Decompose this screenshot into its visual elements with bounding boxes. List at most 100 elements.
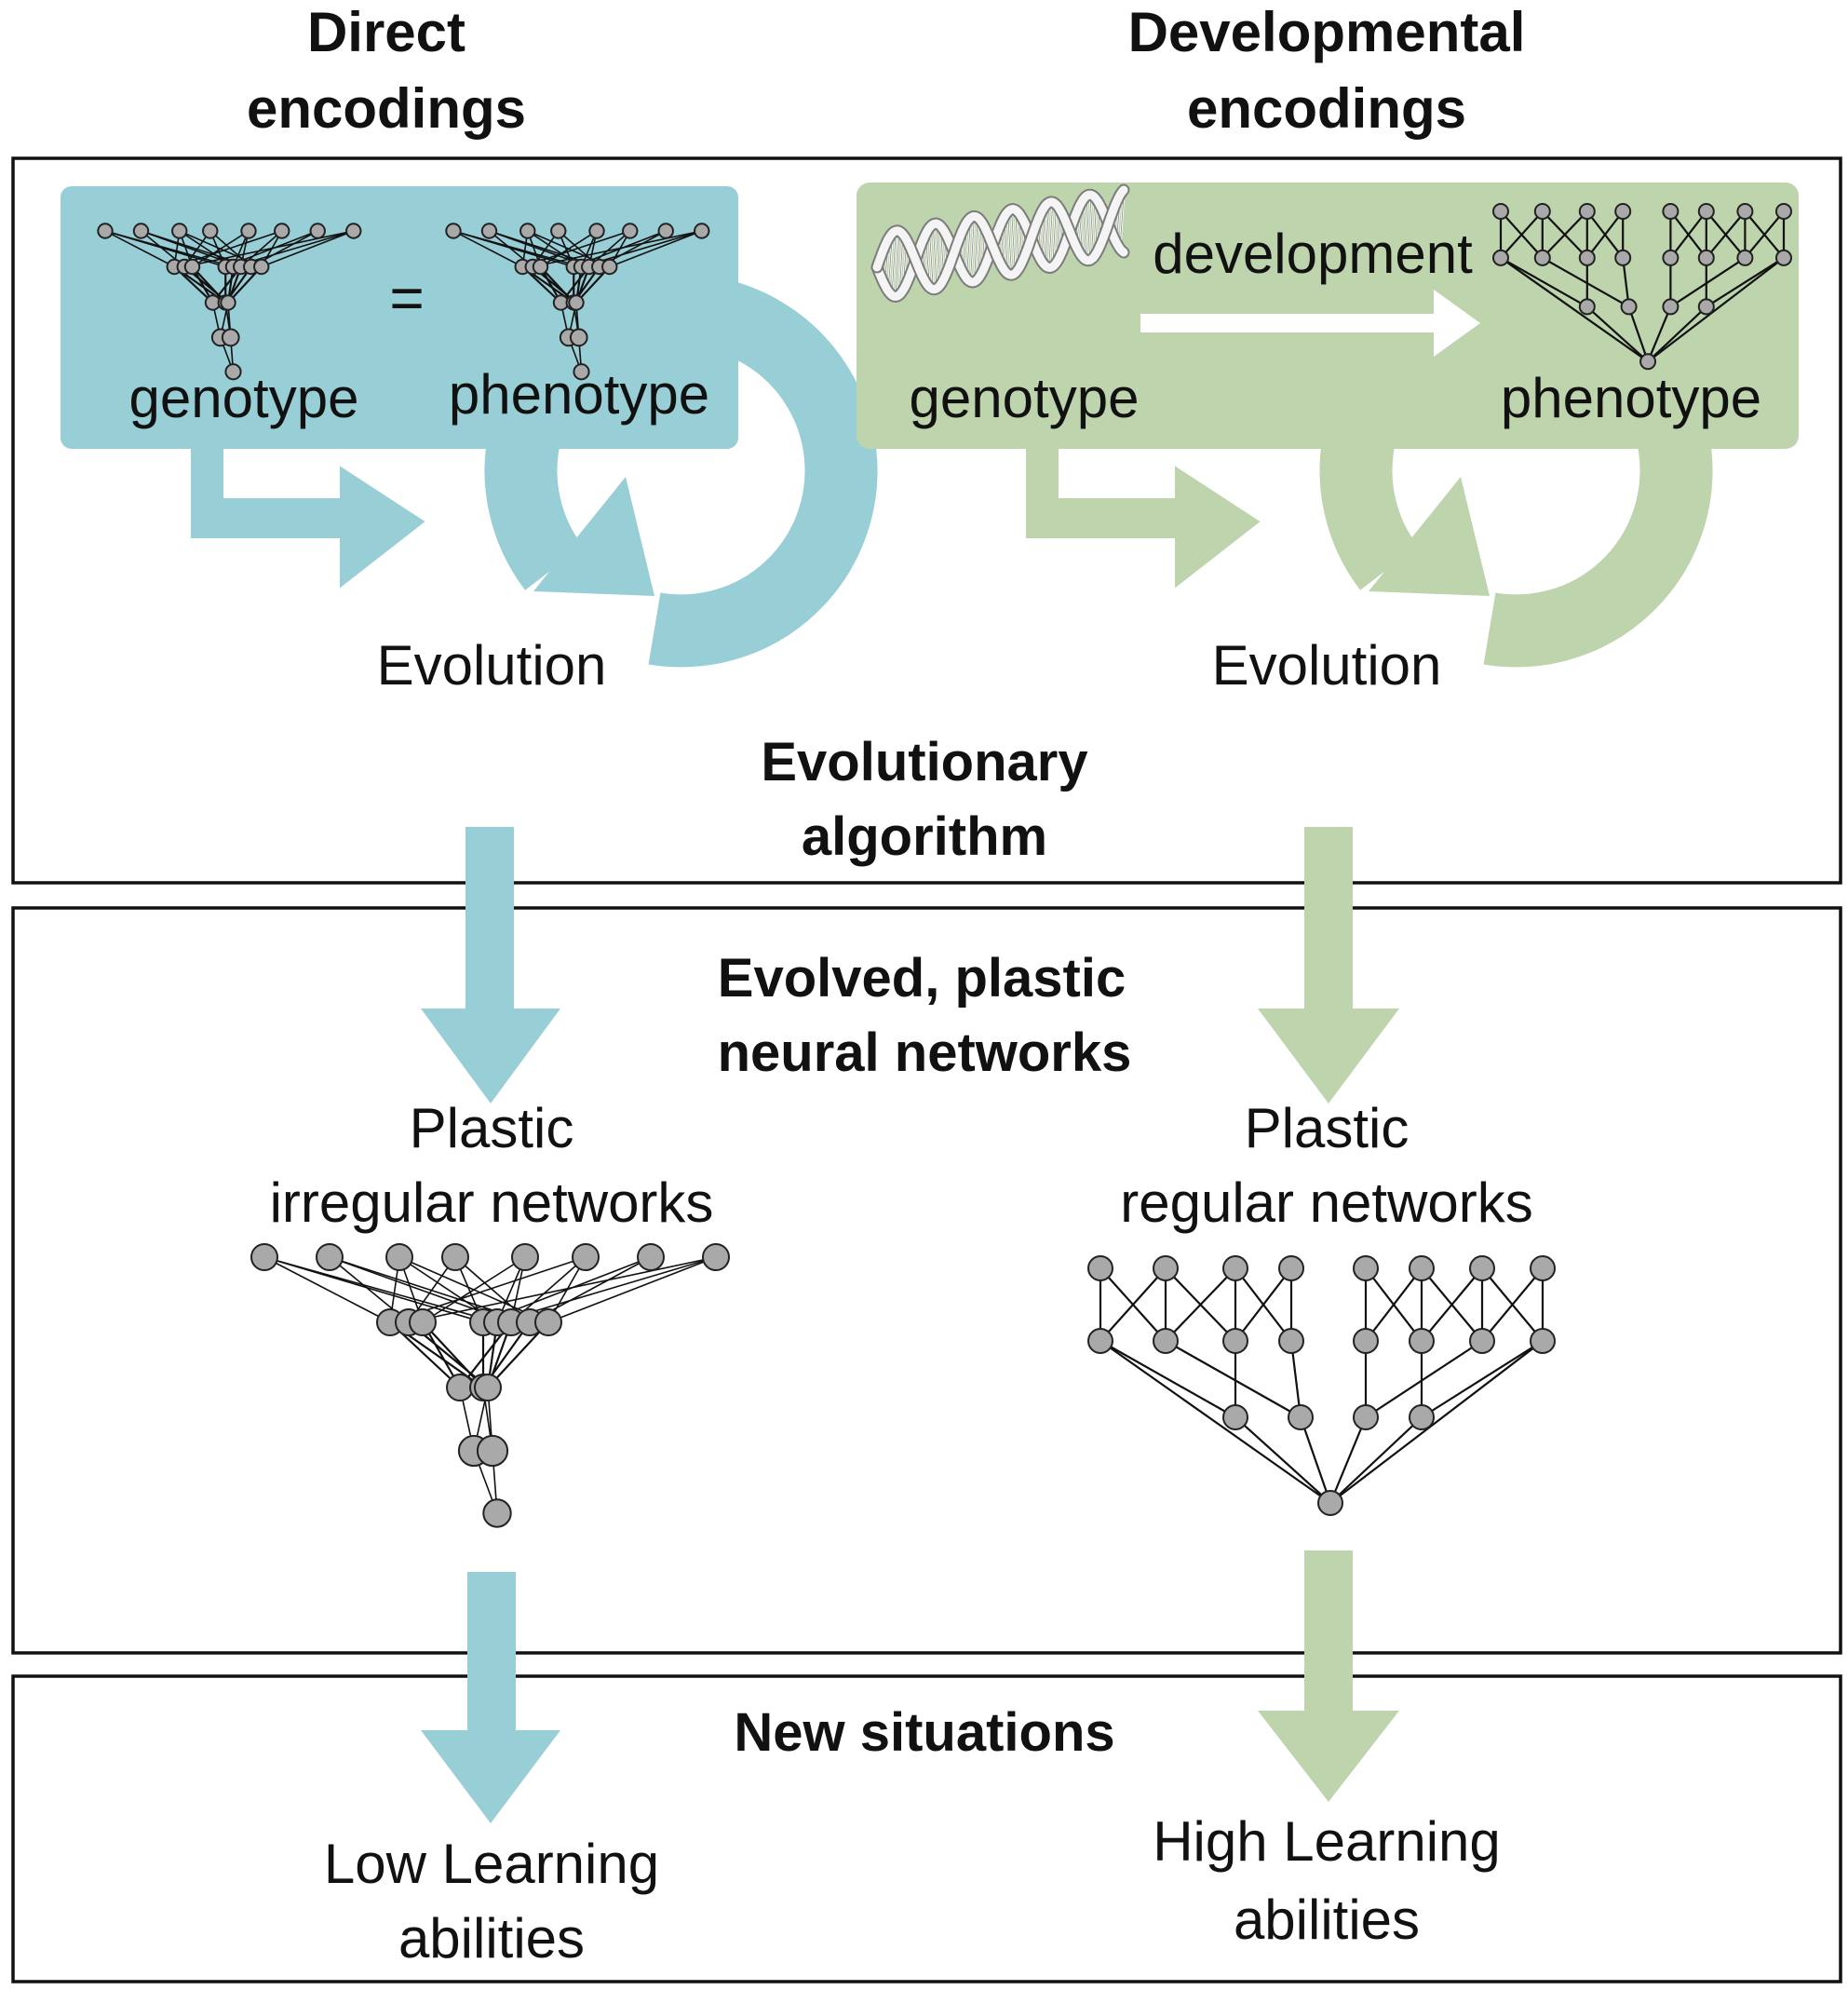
direct-feed-arrow	[191, 449, 428, 590]
network-edge	[1234, 1416, 1331, 1504]
developmental-cycle-arrowhead	[1369, 477, 1490, 596]
network-node	[1578, 203, 1596, 220]
direct-down-head-1	[421, 1009, 560, 1103]
dna-double-helix-icon	[870, 183, 1130, 303]
network-node	[534, 1308, 562, 1336]
network-edge	[1500, 256, 1588, 308]
network-edge	[540, 230, 598, 268]
direct-heading-line2: encodings	[247, 77, 526, 140]
developmental-outcome-line1: High Learning	[1153, 1810, 1501, 1873]
new-situations-title: New situations	[734, 1702, 1114, 1763]
network-node	[1153, 1255, 1179, 1281]
network-edge	[263, 1256, 391, 1323]
dna-base-pair-outline	[1007, 211, 1012, 275]
phenotype-network-icon	[445, 223, 710, 381]
network-edge	[1481, 1267, 1544, 1342]
network-node	[441, 1243, 469, 1271]
network-node	[1222, 1255, 1248, 1281]
network-node	[482, 1498, 512, 1528]
network-edge	[1542, 210, 1588, 259]
developmental-network-label-line1: Plastic	[1245, 1097, 1410, 1159]
network-node	[253, 258, 270, 276]
developmental-down-shaft-2	[1304, 1550, 1353, 1711]
network-node	[202, 223, 219, 239]
developmental-network-label-line2: regular networks	[1120, 1171, 1533, 1234]
network-node	[1288, 1404, 1314, 1430]
dna-base-pair-outline	[1045, 206, 1050, 266]
developmental-down-head-1	[1258, 1009, 1399, 1103]
network-node	[1530, 1328, 1556, 1354]
development-arrow-shaft	[1140, 314, 1438, 332]
network-edge	[533, 230, 702, 268]
direct-cycle-arrowhead	[533, 477, 654, 596]
network-node	[345, 223, 362, 239]
dna-base-pair-outline	[973, 216, 978, 282]
network-edge	[1669, 257, 1747, 308]
network-node	[1469, 1328, 1495, 1354]
network-node	[572, 1243, 600, 1271]
network-node	[1620, 298, 1638, 316]
developmental-genotype-label: genotype	[910, 367, 1140, 429]
direct-outcome-line2: abilities	[398, 1907, 585, 1970]
network-node	[1409, 1328, 1435, 1354]
network-node	[1614, 249, 1632, 266]
evolutionary-algorithm-frame	[11, 156, 1842, 885]
direct-feed-arrow-outline	[338, 462, 432, 592]
network-node	[183, 258, 201, 276]
direct-network-label-line2: irregular networks	[270, 1171, 714, 1234]
network-edge	[1234, 1267, 1292, 1342]
network-node	[588, 223, 605, 239]
network-node	[1222, 1328, 1248, 1354]
dna-base-pair-outline	[1086, 196, 1091, 261]
network-edge	[1647, 305, 1707, 363]
network-edge	[1165, 1267, 1236, 1342]
network-node	[274, 223, 290, 239]
network-node	[1087, 1328, 1113, 1354]
network-node	[316, 1243, 344, 1271]
network-node	[1662, 298, 1679, 316]
network-edge	[1299, 1416, 1332, 1504]
direct-genotype-label: genotype	[129, 367, 359, 429]
direct-cycle-arrow-icon	[484, 274, 878, 668]
developmental-feed-arrow-outline	[1173, 462, 1267, 592]
network-node	[1222, 1404, 1248, 1430]
network-node	[221, 328, 240, 347]
network-node	[1492, 203, 1509, 220]
direct-outcome-line1: Low Learning	[324, 1833, 659, 1895]
network-node	[622, 223, 639, 239]
network-node	[97, 223, 114, 239]
network-node	[694, 223, 710, 239]
network-edge	[422, 1256, 526, 1323]
evolved-networks-frame	[11, 906, 1842, 1655]
direct-heading-line1: Direct	[307, 1, 465, 63]
network-edge	[1706, 256, 1785, 308]
network-node	[240, 223, 257, 239]
developmental-phenotype-label: phenotype	[1501, 367, 1761, 429]
equals-sign: =	[389, 264, 424, 332]
network-node	[532, 258, 549, 276]
network-node	[511, 1243, 539, 1271]
network-node	[657, 223, 674, 239]
network-edge	[192, 230, 250, 268]
developmental-evolution-label: Evolution	[1212, 634, 1442, 697]
developmental-cycle-arrow-icon	[1319, 274, 1713, 668]
developmental-column: development genotype phenotype Evolution…	[857, 183, 1799, 1951]
network-node	[573, 363, 590, 381]
network-node	[550, 223, 567, 239]
network-node	[220, 294, 236, 311]
direct-down-head-2	[421, 1730, 560, 1823]
network-node	[702, 1243, 730, 1271]
network-node	[474, 1374, 502, 1401]
development-label: development	[1153, 223, 1473, 285]
network-node	[1697, 249, 1715, 266]
network-node	[385, 1243, 413, 1271]
network-edge	[1329, 1340, 1544, 1504]
network-edge	[408, 1256, 717, 1323]
network-node	[1409, 1255, 1435, 1281]
network-edge	[1421, 1267, 1483, 1342]
network-node	[1639, 353, 1657, 371]
network-edge	[1099, 1340, 1331, 1504]
direct-evolution-label: Evolution	[377, 634, 607, 697]
network-edge	[1744, 210, 1785, 259]
network-edge	[609, 230, 703, 268]
